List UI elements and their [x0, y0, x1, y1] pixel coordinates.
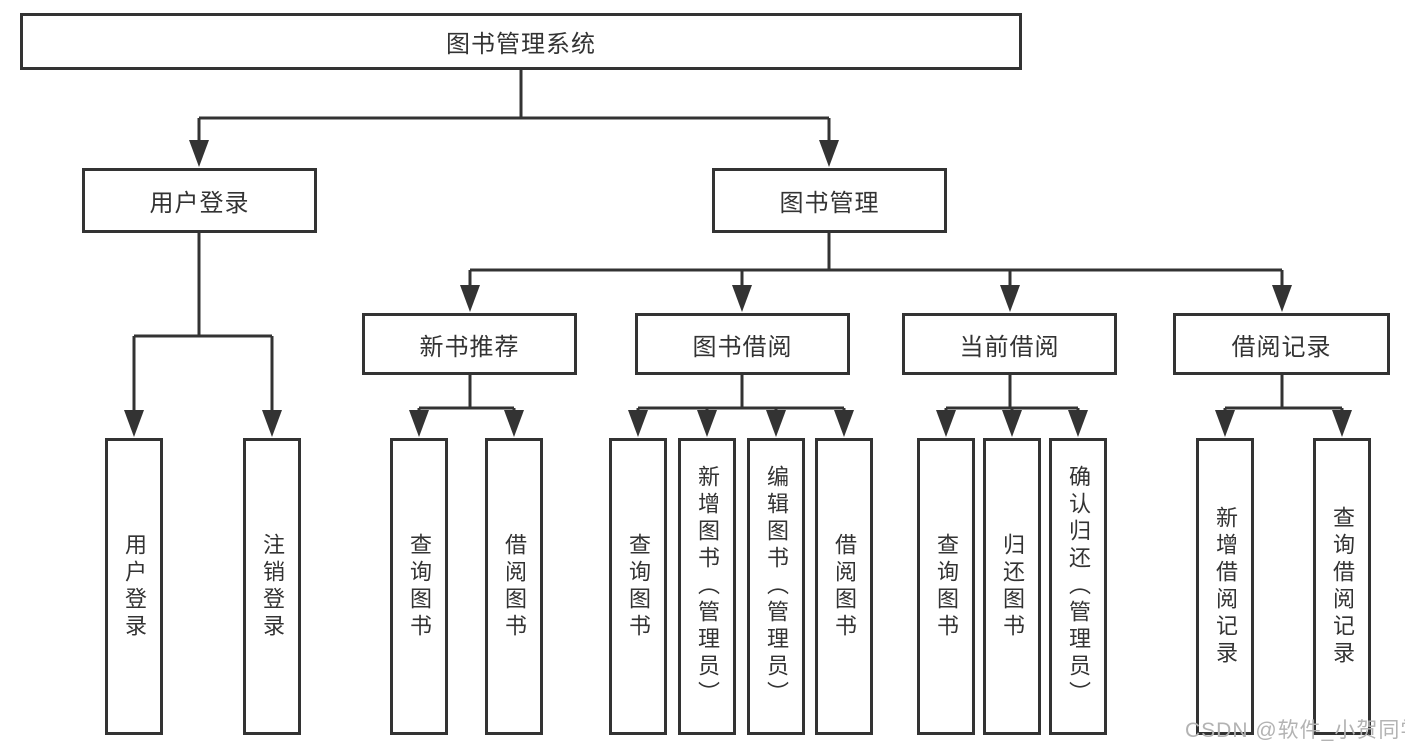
leaf-borrow-books-recommend: 借阅图书 — [485, 438, 543, 735]
node-borrowing-records-label: 借阅记录 — [1231, 333, 1332, 361]
leaf-query-books-borrowing: 查询图书 — [609, 438, 667, 735]
node-book-borrowing: 图书借阅 — [635, 313, 850, 375]
node-current-borrowing: 当前借阅 — [902, 313, 1117, 375]
leaf-logout: 注销登录 — [243, 438, 301, 735]
leaf-edit-books-admin-label: 编辑图书（管理员） — [764, 465, 789, 708]
leaf-add-borrow-record: 新增借阅记录 — [1196, 438, 1254, 735]
leaf-user-login: 用户登录 — [105, 438, 163, 735]
leaf-borrow-books: 借阅图书 — [815, 438, 873, 735]
leaf-return-books: 归还图书 — [983, 438, 1041, 735]
node-library-system: 图书管理系统 — [20, 13, 1022, 70]
leaf-query-books-recommend-label: 查询图书 — [407, 532, 432, 641]
leaf-add-books-admin: 新增图书（管理员） — [678, 438, 736, 735]
leaf-query-books-borrowing-label: 查询图书 — [626, 532, 651, 641]
node-new-book-recommendation-label: 新书推荐 — [419, 333, 520, 361]
leaf-edit-books-admin: 编辑图书（管理员） — [747, 438, 805, 735]
leaf-query-books-current-label: 查询图书 — [934, 532, 959, 641]
leaf-return-books-label: 归还图书 — [1000, 532, 1025, 641]
node-book-management: 图书管理 — [712, 168, 947, 233]
arrowheads — [124, 140, 1352, 437]
leaf-query-books-recommend: 查询图书 — [390, 438, 448, 735]
node-user-login-label: 用户登录 — [149, 190, 250, 217]
leaf-query-borrow-record: 查询借阅记录 — [1313, 438, 1371, 735]
leaf-logout-label: 注销登录 — [260, 532, 285, 641]
node-new-book-recommendation: 新书推荐 — [362, 313, 577, 375]
leaf-add-books-admin-label: 新增图书（管理员） — [695, 465, 720, 708]
leaf-confirm-return-admin-label: 确认归还（管理员） — [1066, 465, 1091, 708]
leaf-query-borrow-record-label: 查询借阅记录 — [1330, 505, 1355, 668]
node-current-borrowing-label: 当前借阅 — [959, 333, 1060, 361]
node-book-management-label: 图书管理 — [779, 190, 880, 217]
connector-paths — [132, 70, 1344, 414]
node-user-login: 用户登录 — [82, 168, 317, 233]
node-book-borrowing-label: 图书借阅 — [692, 333, 793, 361]
leaf-confirm-return-admin: 确认归还（管理员） — [1049, 438, 1107, 735]
leaf-user-login-label: 用户登录 — [122, 532, 147, 641]
watermark: CSDN @软件_小贺同学 — [1185, 719, 1405, 742]
node-borrowing-records: 借阅记录 — [1173, 313, 1390, 375]
leaf-borrow-books-label: 借阅图书 — [832, 532, 857, 641]
leaf-borrow-books-recommend-label: 借阅图书 — [502, 532, 527, 641]
node-library-system-label: 图书管理系统 — [446, 31, 596, 58]
leaf-add-borrow-record-label: 新增借阅记录 — [1213, 505, 1238, 668]
leaf-query-books-current: 查询图书 — [917, 438, 975, 735]
